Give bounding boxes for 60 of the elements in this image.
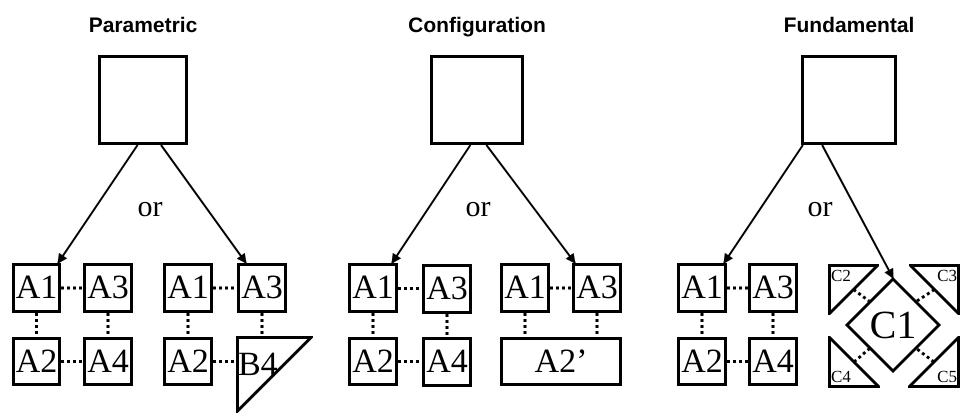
dotted-connector [853, 348, 870, 364]
block-box: A3 [83, 263, 133, 313]
block-box: A1 [677, 263, 727, 313]
block-triangle [236, 336, 313, 413]
block-box: A4 [83, 337, 133, 386]
panel-title: Fundamental [784, 14, 914, 37]
block-box: A2’ [500, 337, 622, 386]
panel-title: Configuration [408, 14, 546, 37]
block-box: A3 [422, 264, 472, 314]
block-label: C1 [870, 305, 916, 345]
dotted-connector [596, 313, 598, 337]
block-box: A2 [677, 337, 727, 386]
or-label: or [466, 192, 490, 222]
block-box: A4 [748, 337, 798, 386]
block-label: C5 [937, 368, 957, 385]
arrow [723, 144, 804, 264]
arrow [160, 144, 247, 264]
or-label: or [808, 192, 832, 222]
block-box: A1 [12, 263, 61, 313]
dotted-connector [61, 286, 83, 290]
arrow [57, 144, 138, 264]
panel-title: Parametric [88, 14, 198, 37]
block-box: A3 [748, 263, 798, 313]
block-label: C4 [831, 368, 851, 385]
dotted-connector [106, 313, 110, 337]
dotted-connector [550, 286, 572, 290]
dotted-connector [700, 313, 704, 337]
block-box: A2 [12, 337, 61, 386]
dotted-connector [727, 286, 748, 290]
block-box: A1 [348, 263, 398, 313]
dotted-connector [213, 360, 236, 363]
arrow [821, 144, 894, 279]
dotted-connector [916, 288, 936, 302]
or-label: or [138, 192, 162, 222]
dotted-connector [186, 313, 190, 337]
dotted-connector [213, 286, 237, 290]
block-box: A2 [348, 337, 398, 386]
arrow [391, 144, 472, 264]
dotted-connector [524, 313, 526, 337]
dotted-connector [372, 313, 374, 337]
dotted-connector [772, 313, 774, 337]
block-box: A1 [163, 263, 213, 313]
block-box: A4 [422, 337, 472, 387]
block-label: B4 [238, 348, 278, 382]
block-label: C2 [831, 267, 851, 284]
dotted-connector [916, 348, 935, 364]
dotted-connector [35, 313, 38, 337]
dotted-connector [852, 288, 870, 302]
dotted-connector [61, 360, 83, 363]
dotted-connector [398, 287, 422, 290]
arrow [486, 144, 576, 264]
block-box: A1 [500, 263, 550, 313]
dotted-connector [398, 360, 422, 363]
block-box: A2 [163, 337, 213, 386]
dotted-connector [446, 314, 448, 337]
block-box: A3 [237, 263, 287, 313]
dotted-connector [260, 313, 264, 336]
dotted-connector [727, 360, 748, 363]
block-box: A3 [572, 263, 622, 313]
block-label: C3 [937, 267, 957, 284]
